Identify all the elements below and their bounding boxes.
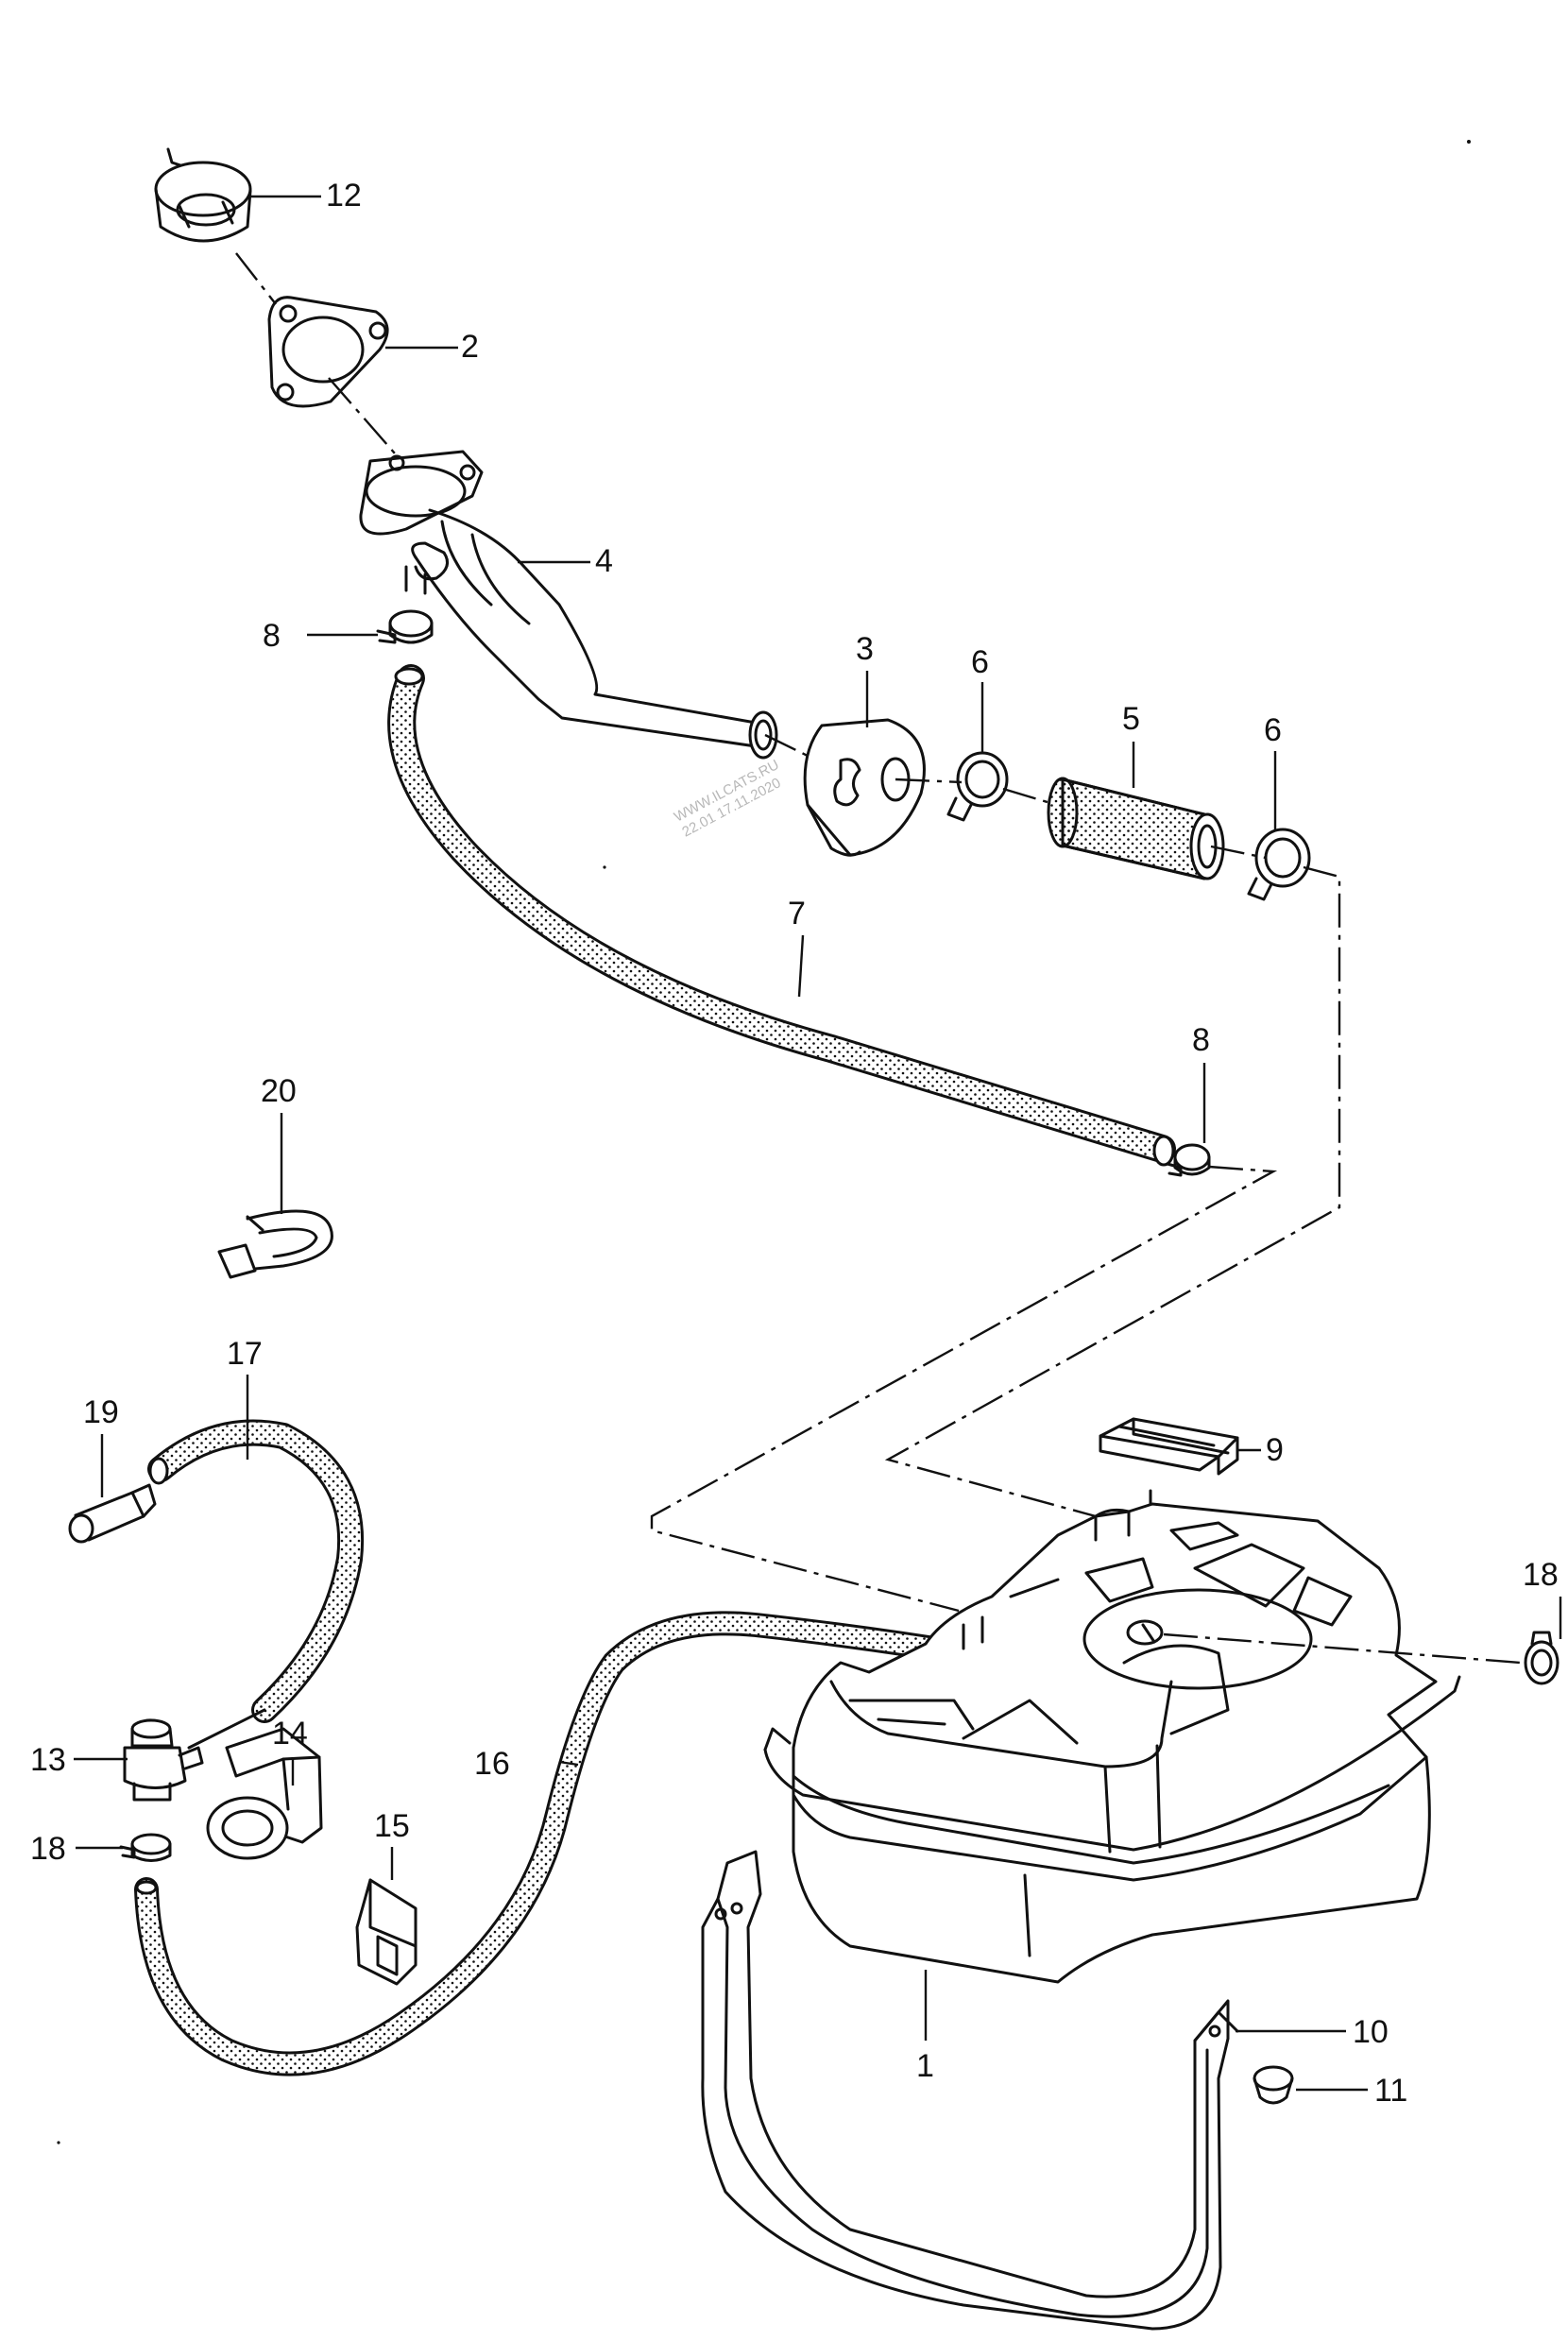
scan-specks [57,140,1471,2144]
label-part-1: 1 [916,2048,934,2084]
label-part-14: 14 [272,1716,308,1751]
connecting-hose [1047,777,1225,880]
hose-clip-lower [1166,1143,1211,1177]
label-part-17: 17 [227,1336,263,1372]
filler-neck-pipe [359,450,778,760]
hose-clip-right [1524,1631,1559,1685]
label-part-20: 20 [261,1073,297,1109]
vent-cap [68,1483,157,1544]
watermark-stamp: WWW.ILCATS.RU 22.01 17.11.2020 [672,757,784,841]
label-part-8-top: 8 [263,618,281,654]
label-part-6-left: 6 [971,644,989,680]
label-part-13: 13 [30,1742,66,1778]
label-part-10: 10 [1353,2014,1389,2050]
breather-hose [387,664,1176,1167]
band-clamp [217,1209,333,1279]
label-part-12: 12 [326,178,362,214]
label-part-16: 16 [474,1746,510,1782]
label-part-19: 19 [83,1394,119,1430]
leader-lines [74,195,1562,2092]
hose-clip-left [119,1833,172,1862]
strap-nut [1253,2065,1294,2105]
label-part-18-left: 18 [30,1831,66,1867]
label-part-4: 4 [595,543,613,579]
fuel-filler-cap [154,147,252,243]
tank-strap [701,1850,1239,2331]
hose-clip-top [376,609,434,644]
grommet [803,718,926,857]
label-part-11: 11 [1374,2073,1407,2109]
label-part-5: 5 [1122,701,1140,737]
tank-pad-strip [1099,1417,1239,1515]
hose-clamp-right [1247,828,1311,901]
mounting-bracket [355,1878,418,1986]
part-labels: 12 2 4 8 3 6 5 6 7 8 20 17 19 9 18 13 14… [30,178,1559,2109]
hose-clamp-left [946,751,1009,822]
vent-hose [147,1419,365,1750]
assembly-lines [235,252,1522,1665]
filler-neck-gasket [267,296,389,408]
hose-holder [206,1727,323,1860]
label-part-9: 9 [1266,1432,1284,1468]
label-part-18-right: 18 [1523,1557,1559,1593]
label-part-2: 2 [461,329,479,365]
label-part-7: 7 [788,896,806,931]
label-part-3: 3 [856,631,874,667]
label-part-8-lower: 8 [1192,1022,1210,1058]
label-part-6-right: 6 [1264,712,1282,748]
fuel-tank [763,1502,1461,1984]
label-part-15: 15 [374,1808,410,1844]
vent-valve [123,1718,204,1802]
